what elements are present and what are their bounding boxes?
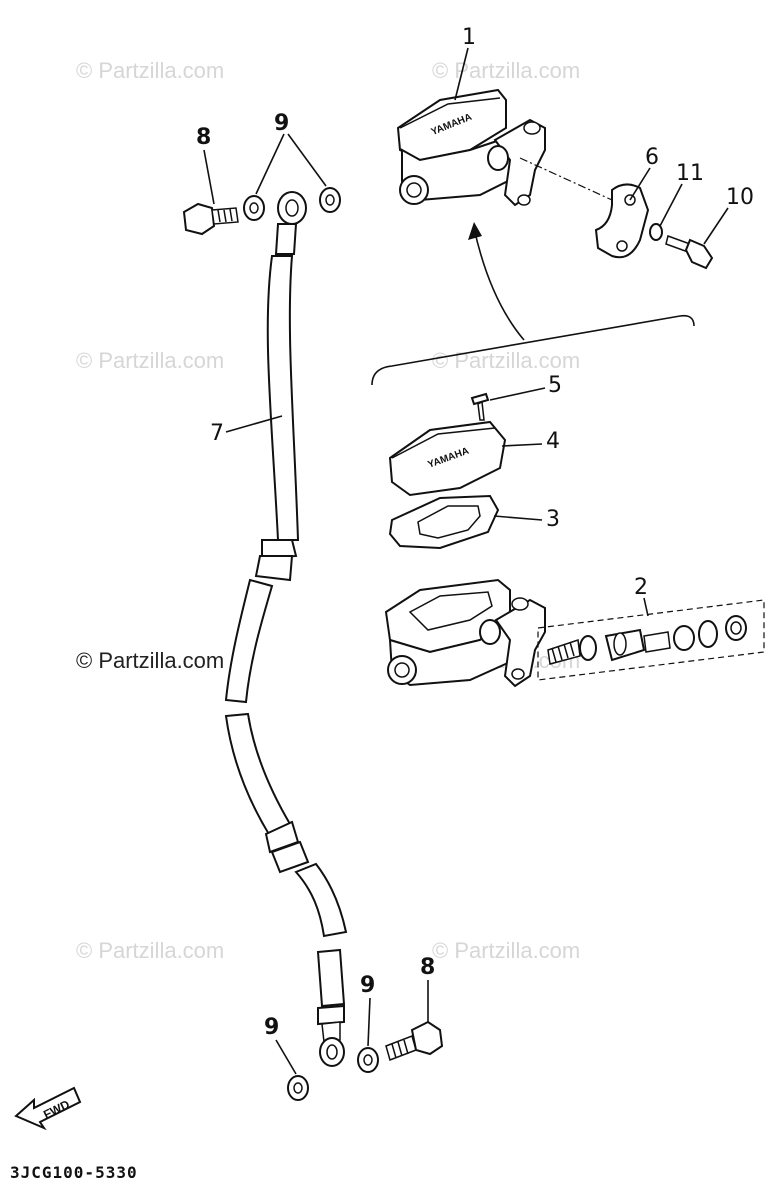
washer-hole [293,1082,303,1094]
reservoir-cap-4: YAMAHA [388,420,507,497]
leader-7 [225,415,283,433]
callout-3: 3 [546,507,560,532]
leader-8-top [203,149,215,205]
leader-6 [629,167,651,201]
washer-hole [325,194,335,206]
master-cylinder-body [384,578,546,688]
union-bolt-top-8 [182,202,239,236]
callout-11: 11 [676,161,704,186]
leader-5 [489,387,546,401]
leader-10 [703,207,729,245]
group-arrow-head [468,222,482,240]
union-bolt-bottom-8 [385,1020,444,1061]
watermark: © Partzilla.com [76,348,224,373]
callout-5: 5 [548,373,562,398]
brake-hose-7 [224,191,348,1067]
watermark: © Partzilla.com [432,938,580,963]
screw-5 [470,392,490,421]
group-arrow-line [473,227,525,341]
washer-hole [363,1054,373,1066]
callout-9-bottom-right: 9 [360,973,375,998]
leader-9-bottom-right [367,997,371,1047]
callout-6: 6 [645,145,659,170]
leader-9-top-b [287,133,327,187]
leader-2 [643,597,649,617]
callout-1: 1 [462,25,476,50]
callout-4: 4 [546,429,560,454]
callout-9-top: 9 [274,111,289,136]
bolt-10 [665,235,714,270]
callout-9-bottom-left: 9 [264,1015,279,1040]
leader-4 [501,443,543,447]
callout-8-bottom: 8 [420,955,435,980]
diagram-code: 3JCG100-5330 [10,1163,138,1182]
washer-hole [249,202,259,214]
watermark: © Partzilla.com [432,58,580,83]
master-cylinder-assembly: YAMAHA [396,88,546,207]
washer-11 [649,223,663,241]
fwd-arrow-icon: FWD [14,1086,82,1131]
callout-10: 10 [726,185,754,210]
leader-9-top-a [255,133,285,195]
alignment-line [519,157,613,201]
diaphragm-3 [388,494,500,550]
leader-9-bottom-left [275,1039,297,1075]
callout-7: 7 [210,421,224,446]
piston-kit-2 [537,599,765,681]
watermark: © Partzilla.com [76,58,224,83]
watermark: © Partzilla.com [76,938,224,963]
callout-8-top: 8 [196,125,211,150]
leader-1 [454,47,469,101]
watermark-dark: © Partzilla.com [76,648,224,673]
clamp-bracket [594,183,650,259]
watermark: © Partzilla.com [432,348,580,373]
leader-11 [659,183,683,227]
group-bracket [371,314,695,386]
leader-3 [493,515,543,521]
callout-2: 2 [634,575,648,600]
